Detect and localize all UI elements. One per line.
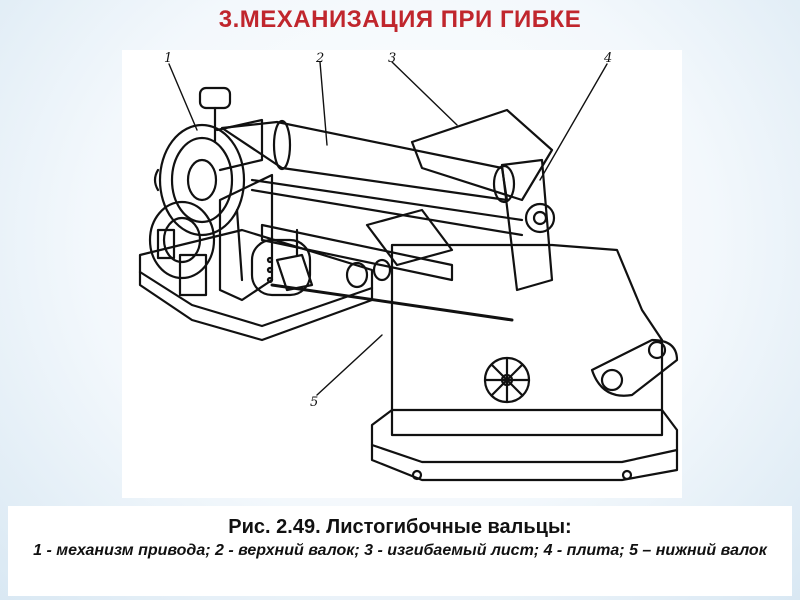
label-2: 2: [315, 51, 324, 66]
bottom-roll: [260, 223, 454, 282]
drive-gear-small: [148, 200, 216, 280]
right-frame: [500, 158, 554, 292]
caption-legend: 1 - механизм привода; 2 - верхний валок;…: [33, 542, 767, 559]
chain-drive: [590, 338, 679, 397]
right-base-plate: [370, 408, 679, 482]
bending-sheet: [410, 108, 554, 202]
sheet-bending-rolls-drawing: 1 2 3 4 5: [138, 51, 679, 482]
label-4: 4: [603, 51, 612, 66]
left-stand: [218, 173, 274, 302]
slide-title: 3.МЕХАНИЗАЦИЯ ПРИ ГИБКЕ: [218, 6, 582, 33]
figure-caption: Рис. 2.49. Листогибочные вальцы: 1 - мех…: [8, 506, 792, 596]
label-5: 5: [310, 395, 318, 410]
drive-gear-large: [158, 123, 246, 237]
left-base-plate: [138, 228, 374, 342]
top-roll: [220, 120, 509, 202]
caption-title: Рис. 2.49. Листогибочные вальцы:: [228, 516, 572, 538]
machine-illustration: 1 2 3 4 5: [122, 50, 682, 498]
label-3: 3: [388, 51, 396, 66]
label-1: 1: [164, 51, 172, 66]
